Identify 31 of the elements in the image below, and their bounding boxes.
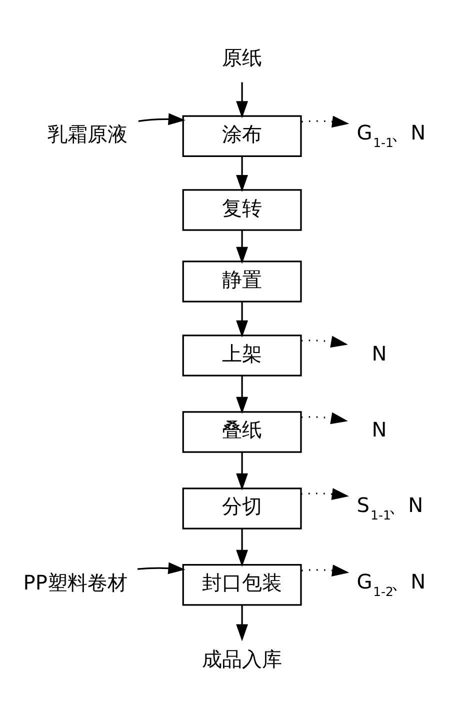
node-box: 复转 [182,188,302,230]
arrow [301,335,348,348]
node-box: 封口包装 [182,564,302,606]
node-text: 乳霜原液 [48,121,128,146]
node-box: 涂布 [182,114,302,156]
arrow [236,301,248,337]
arrow [300,488,349,500]
arrow [301,115,350,128]
node-box: 静置 [182,260,302,302]
node-text: PP塑料卷材 [23,570,128,594]
node-text: N [372,340,387,365]
arrow [236,156,248,192]
node-box: 分切 [182,487,302,529]
node-text: N [372,417,387,442]
node-text: 原纸 [222,44,262,69]
node-box: 上架 [182,334,302,376]
arrow [137,562,186,574]
node-text: G$_{1-2}$、N [356,568,426,598]
arrow [236,82,248,118]
node-text: G$_{1-1}$、N [356,120,426,150]
node-text: S$_{1-1}$、N [356,492,424,522]
arrow [301,564,350,576]
node-text: 成品入库 [202,646,282,671]
arrow [236,375,248,414]
arrow [236,452,248,490]
arrow [236,604,248,641]
arrow [301,412,348,424]
node-box: 叠纸 [182,410,302,452]
arrow [138,112,186,125]
arrow [236,230,248,264]
arrow [236,528,248,566]
